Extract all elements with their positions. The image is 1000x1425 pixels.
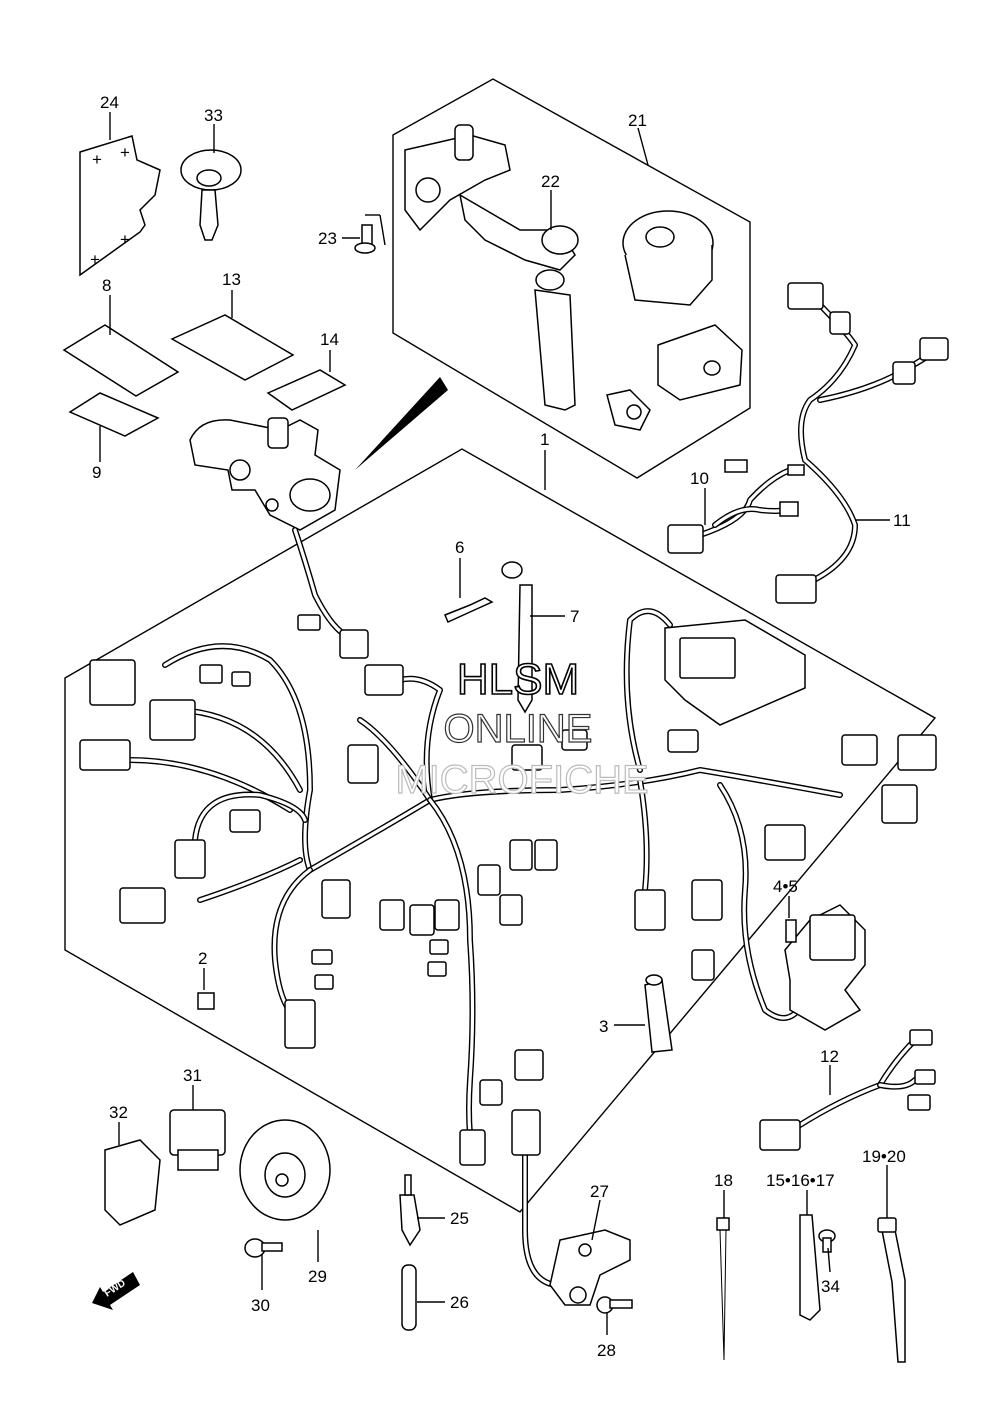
main-harness	[79, 527, 937, 1288]
callout-22: 22	[541, 172, 560, 191]
watermark: HLSM ONLINE MICROFICHE	[395, 654, 650, 802]
callout-6: 6	[455, 538, 464, 557]
callout-labels: 1 2 3 4•5 6 7 8 9 10 11 12 13 14 15•16•1…	[92, 93, 911, 1360]
callout-27: 27	[590, 1182, 609, 1201]
callout-12: 12	[820, 1047, 839, 1066]
callout-11: 11	[893, 511, 911, 530]
harness-group-outline	[64, 448, 937, 1213]
watermark-line-2: ONLINE	[444, 707, 593, 751]
callout-4-5: 4•5	[773, 877, 798, 896]
callout-2: 2	[198, 949, 207, 968]
lock-set-parts	[404, 124, 743, 431]
callout-19-20: 19•20	[862, 1147, 906, 1166]
callout-23: 23	[318, 229, 337, 248]
callout-14: 14	[320, 330, 339, 349]
callout-13: 13	[222, 270, 241, 289]
callout-24: 24	[100, 93, 119, 112]
label-9	[68, 392, 160, 437]
callout-28: 28	[597, 1341, 616, 1360]
leader-lines	[99, 112, 890, 1335]
key-33	[180, 149, 242, 241]
callout-3: 3	[599, 1017, 608, 1036]
ignition-switch	[189, 417, 341, 531]
callout-21: 21	[628, 111, 647, 130]
callout-31: 31	[183, 1066, 202, 1085]
label-8	[62, 324, 180, 397]
svg-text:+: +	[90, 250, 100, 269]
plate-24: + + + +	[79, 135, 161, 277]
direction-wedge-icon	[355, 377, 448, 470]
label-13	[170, 314, 295, 381]
callout-30: 30	[251, 1296, 270, 1315]
callout-1: 1	[540, 430, 549, 449]
callout-25: 25	[450, 1209, 469, 1228]
callout-34: 34	[821, 1277, 840, 1296]
svg-text:+: +	[120, 143, 130, 162]
watermark-line-3: MICROFICHE	[395, 758, 648, 802]
callout-8: 8	[102, 276, 111, 295]
svg-text:+: +	[120, 230, 130, 249]
label-14	[266, 369, 347, 411]
callout-7: 7	[570, 607, 579, 626]
screw-23	[354, 224, 376, 254]
svg-text:+: +	[92, 150, 102, 169]
callout-18: 18	[714, 1171, 733, 1190]
lock-set-group-outline	[392, 78, 751, 479]
fwd-arrow-icon: FWD	[92, 1272, 140, 1310]
callout-9: 9	[92, 463, 101, 482]
callout-15-16-17: 15•16•17	[766, 1171, 835, 1190]
callout-29: 29	[308, 1267, 327, 1286]
small-parts	[104, 561, 936, 1363]
callout-33: 33	[204, 106, 223, 125]
watermark-line-1: HLSM	[457, 655, 579, 704]
callout-32: 32	[109, 1103, 128, 1122]
callout-26: 26	[450, 1293, 469, 1312]
callout-10: 10	[690, 469, 709, 488]
sub-harness-10-11	[667, 282, 949, 604]
